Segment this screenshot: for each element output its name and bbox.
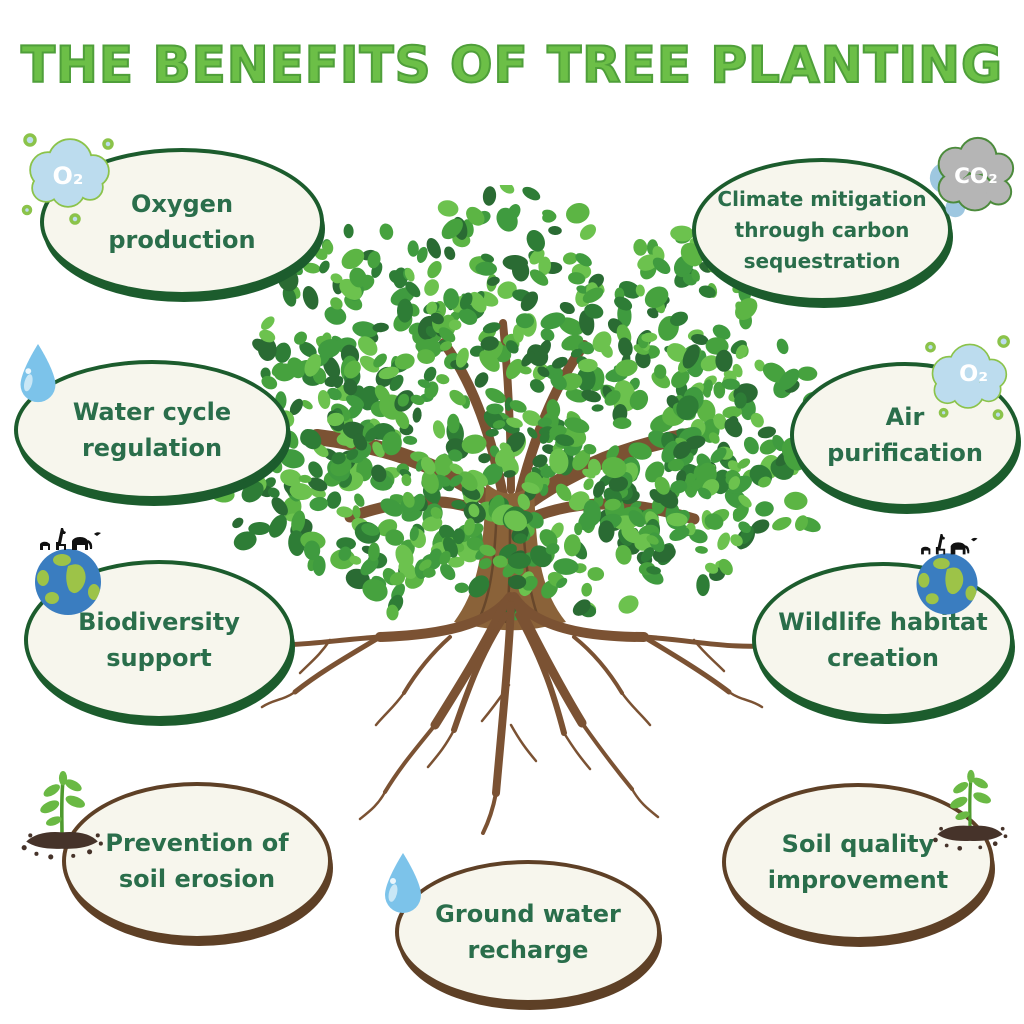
o2-cloud-icon: O₂ <box>21 133 114 225</box>
benefit-label: Ground water recharge <box>435 900 621 964</box>
o2-cloud-icon: O₂ <box>925 335 1010 421</box>
benefit-label: Oxygen production <box>108 190 256 254</box>
benefit-label: Soil quality improvement <box>767 830 949 894</box>
benefit-label: Air purification <box>827 403 983 467</box>
benefit-bubble-soil-quality-improvement: Soil quality improvement <box>722 783 994 941</box>
benefit-bubble-climate-mitigation: Climate mitigation through carbon seques… <box>692 158 952 302</box>
seedling-soil-icon <box>933 769 1008 851</box>
seedling-soil-icon <box>21 771 103 860</box>
water-drop-icon <box>20 343 56 403</box>
co2-label: CO₂ <box>954 164 998 189</box>
benefit-label: Climate mitigation through carbon seques… <box>717 186 927 273</box>
water-drop-icon <box>385 853 421 913</box>
tree-illustration <box>208 185 822 835</box>
earth-wildlife-icon <box>916 534 978 615</box>
benefit-label: Prevention of soil erosion <box>105 829 289 893</box>
tree-canopy <box>210 185 822 621</box>
benefit-bubble-biodiversity-support: Biodiversity support <box>24 560 294 720</box>
benefit-bubble-prevention-of-soil-erosion: Prevention of soil erosion <box>62 782 332 940</box>
tree-roots <box>208 592 816 835</box>
benefit-bubble-water-cycle-regulation: Water cycle regulation <box>14 360 290 500</box>
benefit-label: Water cycle regulation <box>72 398 232 462</box>
benefit-bubble-ground-water-recharge: Ground water recharge <box>395 860 661 1004</box>
o2-label: O₂ <box>53 162 84 190</box>
co2-cloud-icon: CO₂ <box>929 136 1015 218</box>
earth-wildlife-icon <box>35 528 101 615</box>
benefit-label: Biodiversity support <box>78 608 240 672</box>
o2-label: O₂ <box>959 361 988 387</box>
page-title: THE BENEFITS OF TREE PLANTING <box>20 35 1004 95</box>
